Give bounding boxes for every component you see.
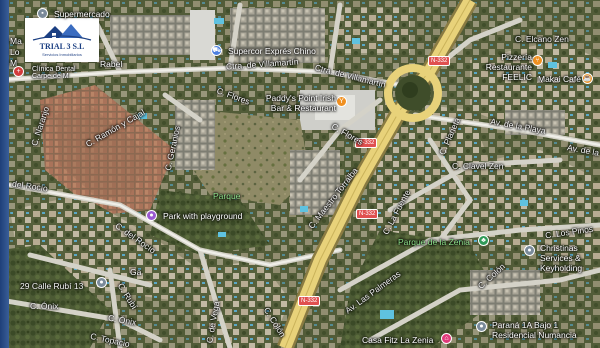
logo-tagline: Servicios Inmobiliarios — [42, 52, 82, 57]
edge-label: M — [10, 58, 18, 68]
street-label: C. Elcano Zen — [515, 34, 569, 44]
poi-casa-fitz[interactable]: Casa Fitz La Zenia — [362, 335, 434, 345]
poi-supercor[interactable]: Supercor Exprés Chino — [228, 46, 316, 56]
poi-parque[interactable]: Parque — [213, 191, 241, 201]
logo-name: TRIAL 3 S.L — [39, 42, 85, 51]
road-shield-n332: N-332 — [298, 296, 321, 306]
poi-gasolinera[interactable]: Ga — [130, 267, 142, 277]
company-logo: TRIAL 3 S.L Servicios Inmobiliarios — [25, 18, 99, 62]
cafe-icon[interactable]: ☕ — [582, 73, 593, 84]
poi-christinas[interactable]: Christinas Services & Keyholding — [540, 243, 583, 274]
poi-parana[interactable]: Paraná 1A Bajo 1 Residencial Numancia — [492, 320, 577, 341]
road-shield-n332: N-332 — [428, 56, 451, 66]
street-label: C. Ónix — [30, 301, 59, 311]
dental-clinic-icon[interactable]: + — [13, 66, 24, 77]
restaurant-icon[interactable]: Y — [336, 96, 347, 107]
poi-park-playground[interactable]: Park with playground — [163, 211, 243, 221]
poi-supermercado[interactable]: Supermercado — [54, 9, 110, 19]
poi-rabel[interactable]: Rabel — [100, 59, 123, 69]
road-shield-n332: N-332 — [356, 209, 379, 219]
poi-parque-zenia[interactable]: Parque de la Zenia — [398, 237, 470, 247]
logo-house-icon — [32, 24, 92, 41]
store-icon[interactable]: ▪ — [37, 8, 48, 19]
gas-station-icon[interactable]: ● — [96, 277, 107, 288]
poi-paddys-point[interactable]: Paddy's Point Irish Bar & Restaurant — [265, 93, 336, 114]
playground-icon[interactable]: ● — [146, 210, 157, 221]
edge-label: Lo — [10, 47, 20, 57]
street-label: 29 Calle Rubí 13 — [20, 281, 84, 291]
poi-makai-cafe[interactable]: Makai Café — [538, 74, 581, 84]
service-icon[interactable]: ● — [524, 245, 535, 256]
lodging-icon[interactable]: ⌂ — [441, 333, 452, 344]
residence-icon[interactable]: ● — [476, 321, 487, 332]
poi-pizzeria[interactable]: Pizzería Restaurante FEELIC — [485, 52, 532, 83]
shopping-cart-icon[interactable]: ⛟ — [211, 45, 222, 56]
restaurant-icon[interactable]: ⑂ — [532, 55, 543, 66]
road-shield-n332: N-332 — [355, 138, 378, 148]
edge-label: Ma — [10, 36, 22, 46]
poi-clinica-dental[interactable]: Clínica Dental Carpe de M — [32, 66, 76, 80]
park-icon[interactable]: ♣ — [478, 235, 489, 246]
left-edge-strip — [0, 0, 9, 348]
street-label: C. Clavel Zen — [452, 161, 504, 171]
